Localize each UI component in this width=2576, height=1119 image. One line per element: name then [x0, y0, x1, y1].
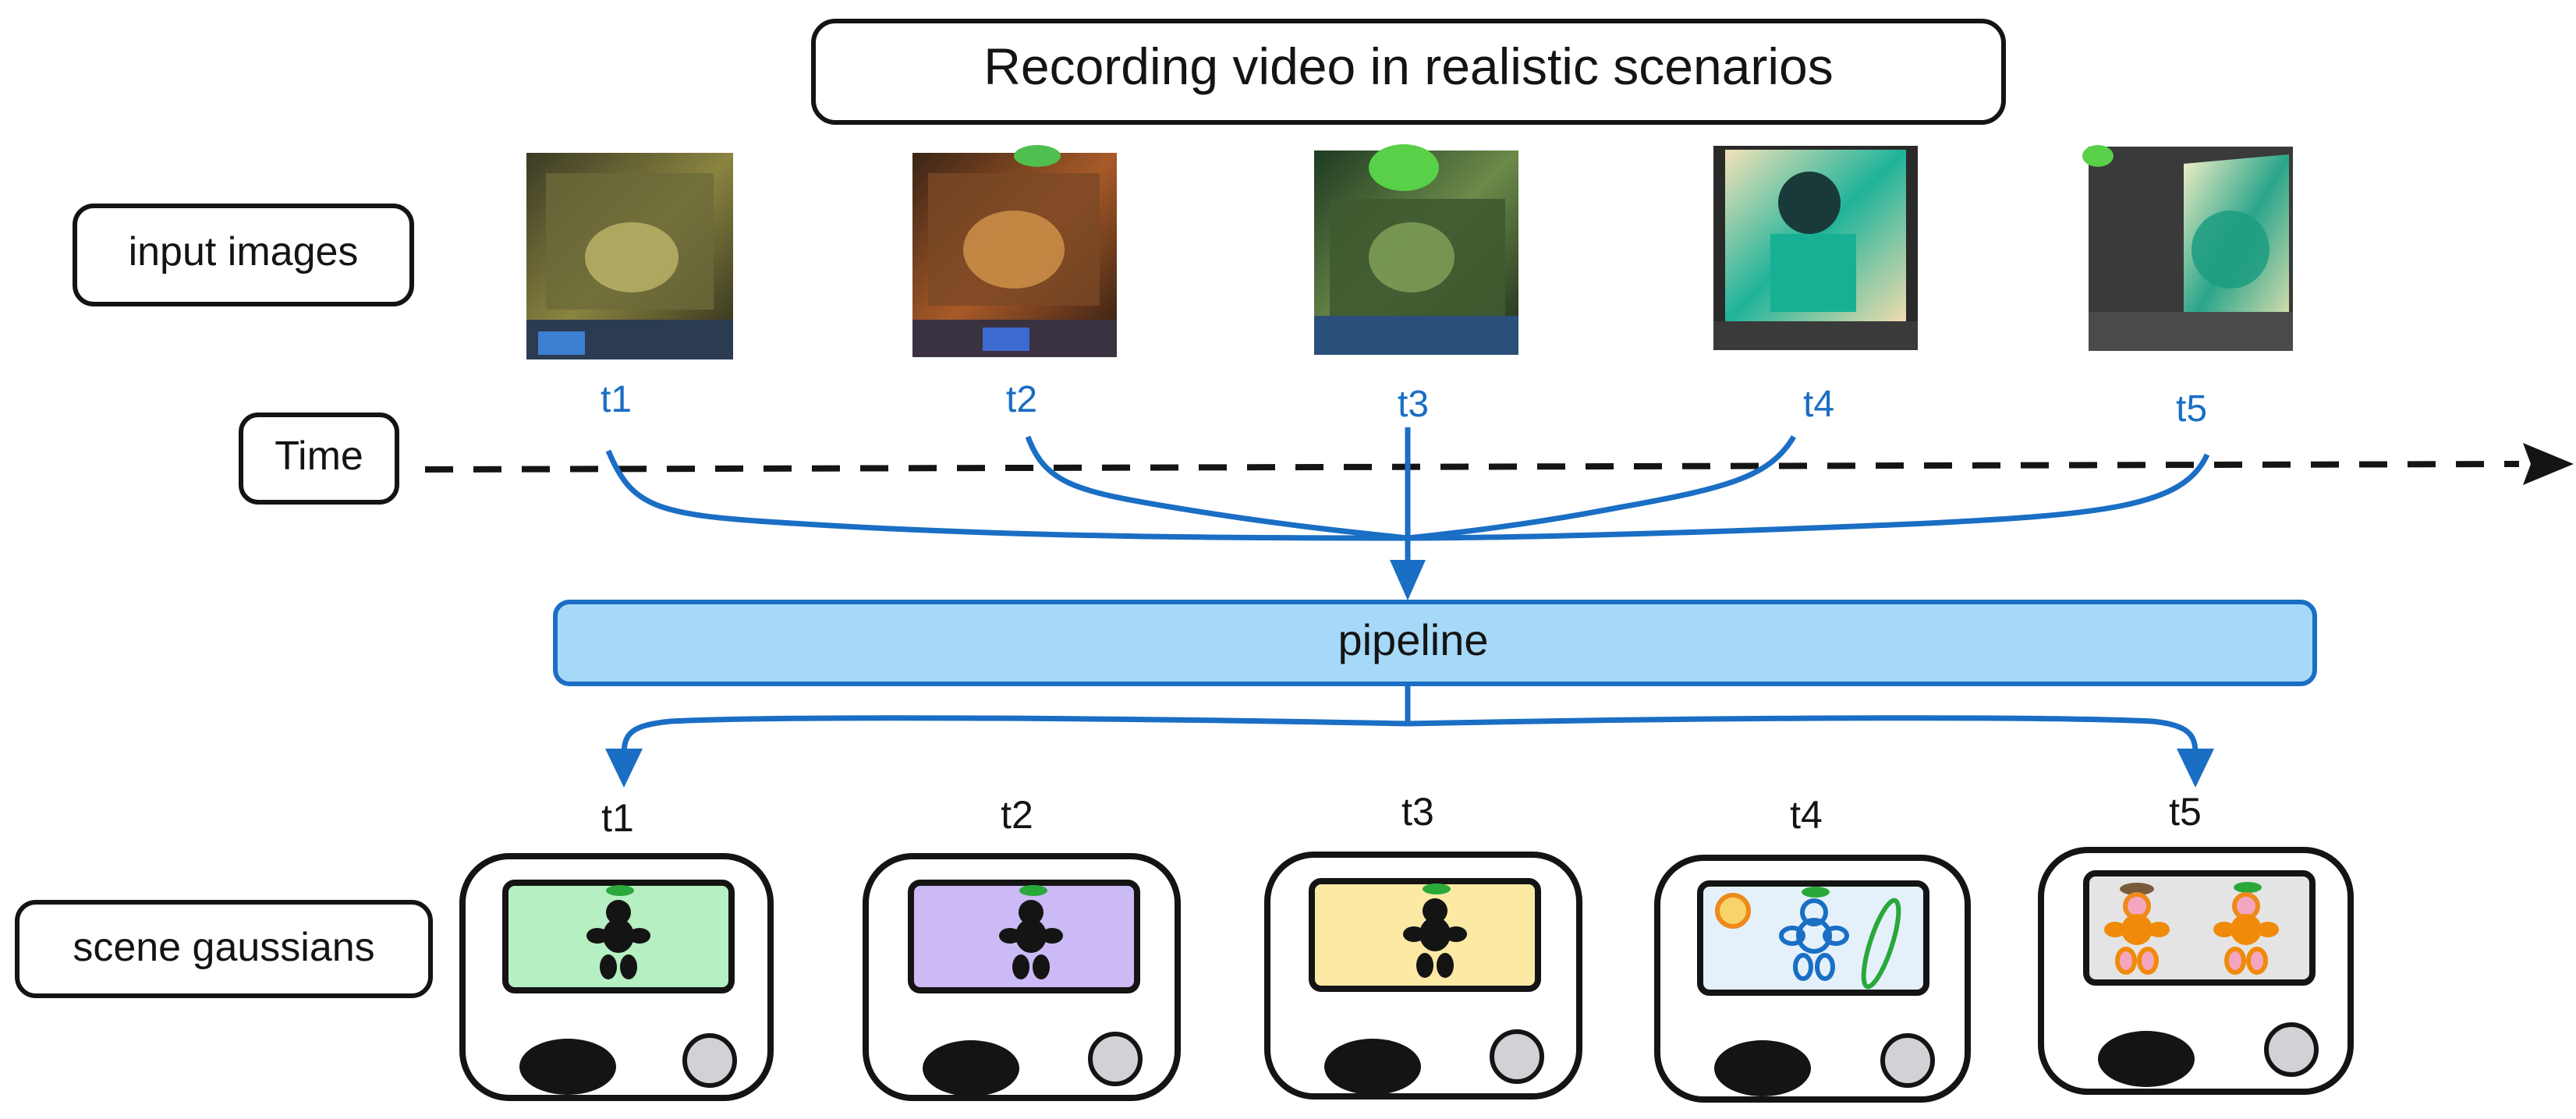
scene-timestep-labels: t1 t2 t3 t4 t5 — [601, 790, 2202, 840]
row-label-time: Time — [239, 413, 399, 505]
output-arrowhead-t1 — [605, 749, 643, 788]
input-timestep-labels: t1 t2 t3 t4 t5 — [601, 379, 2207, 430]
row-label-scene-gaussians: scene gaussians — [15, 900, 433, 998]
title-box: Recording video in realistic scenarios — [811, 19, 2006, 125]
input-image-t5 — [2082, 145, 2293, 351]
input-time-label-t4: t4 — [1803, 384, 1834, 425]
input-time-label-t2: t2 — [1006, 379, 1037, 420]
pipeline-label: pipeline — [1338, 615, 1488, 664]
pipeline-box: pipeline — [553, 600, 2317, 686]
scene-time-label-t3: t3 — [1401, 790, 1434, 834]
scene-time-label-t5: t5 — [2169, 790, 2202, 834]
scene-time-label-t1: t1 — [601, 796, 634, 840]
input-image-t4 — [1713, 146, 1918, 350]
scene-t1 — [459, 853, 774, 1101]
scene-t2 — [863, 853, 1181, 1101]
input-convergence-arrows — [605, 427, 2210, 565]
scene-t5 — [2038, 847, 2354, 1095]
scene-t4 — [1654, 855, 1971, 1103]
time-label: Time — [275, 434, 363, 479]
input-image-t1 — [526, 153, 733, 359]
output-arrowhead-t5 — [2177, 749, 2214, 788]
scene-illustrations — [459, 847, 2354, 1103]
time-axis — [424, 443, 2574, 485]
scene-t3 — [1264, 852, 1582, 1100]
input-image-frames — [526, 144, 2293, 359]
input-image-t3 — [1314, 144, 1518, 355]
input-images-label: input images — [129, 229, 359, 274]
input-time-label-t1: t1 — [601, 379, 632, 420]
input-image-t2 — [912, 145, 1117, 357]
scene-time-label-t4: t4 — [1790, 793, 1823, 837]
scene-time-label-t2: t2 — [1001, 793, 1033, 837]
output-divergence-arrows — [621, 684, 2199, 756]
input-time-label-t3: t3 — [1398, 384, 1429, 425]
input-time-label-t5: t5 — [2176, 388, 2207, 430]
diagram-title: Recording video in realistic scenarios — [983, 37, 1834, 95]
pipeline-input-arrowhead — [1390, 560, 1426, 600]
scene-gaussians-label: scene gaussians — [73, 925, 374, 970]
row-label-input-images: input images — [73, 204, 414, 306]
